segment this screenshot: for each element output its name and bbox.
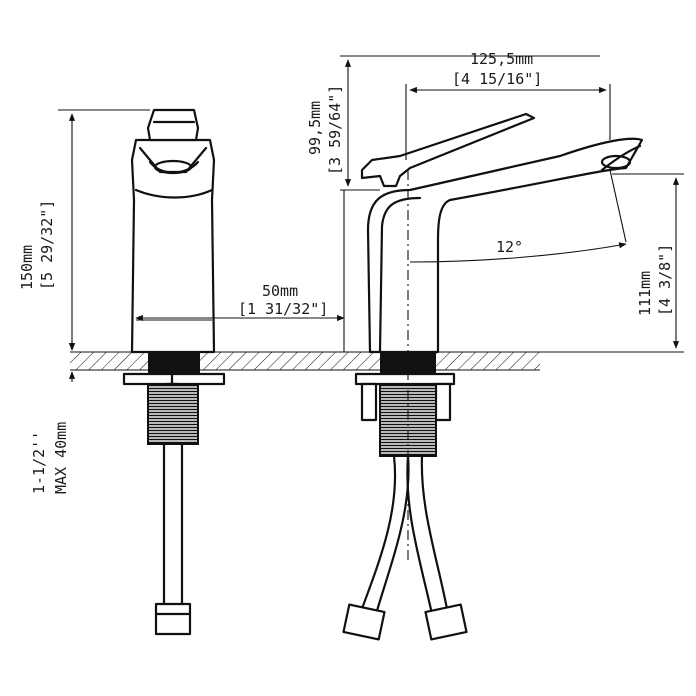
spout-angle-label: 12° xyxy=(496,238,523,256)
spout-height-metric: 111mm xyxy=(636,271,654,316)
dim-spout-angle: 12° xyxy=(409,169,627,263)
total-height-metric: 150mm xyxy=(18,245,36,290)
dim-spout-height: 111mm [4 3/8"] xyxy=(540,173,684,353)
side-handle xyxy=(360,112,536,188)
spout-height-imperial: [4 3/8"] xyxy=(656,244,674,316)
side-body xyxy=(366,137,644,354)
countertop xyxy=(70,351,540,371)
handle-height-imperial: [3 59/64"] xyxy=(326,85,344,175)
dim-total-height: 150mm [5 29/32"] xyxy=(18,109,150,351)
base-width-imperial: [1 31/32"] xyxy=(238,300,328,318)
front-view xyxy=(122,108,226,636)
dim-max-counter: 1-1/2'' MAX 40mm xyxy=(30,340,76,494)
reach-metric: 125,5mm xyxy=(470,50,533,68)
side-view xyxy=(342,112,644,641)
reach-imperial: [4 15/16"] xyxy=(452,70,542,88)
dim-reach: 125,5mm [4 15/16"] xyxy=(405,50,611,160)
dim-base-width: 50mm [1 31/32"] xyxy=(135,190,345,352)
handle-height-metric: 99,5mm xyxy=(306,101,324,155)
max-counter-line1: 1-1/2'' xyxy=(30,431,48,494)
total-height-imperial: [5 29/32"] xyxy=(38,200,56,290)
front-handle xyxy=(146,108,200,142)
front-body xyxy=(130,138,216,354)
base-width-metric: 50mm xyxy=(262,282,298,300)
dim-handle-height: 99,5mm [3 59/64"] xyxy=(306,55,600,191)
max-counter-line2: MAX 40mm xyxy=(52,422,70,494)
